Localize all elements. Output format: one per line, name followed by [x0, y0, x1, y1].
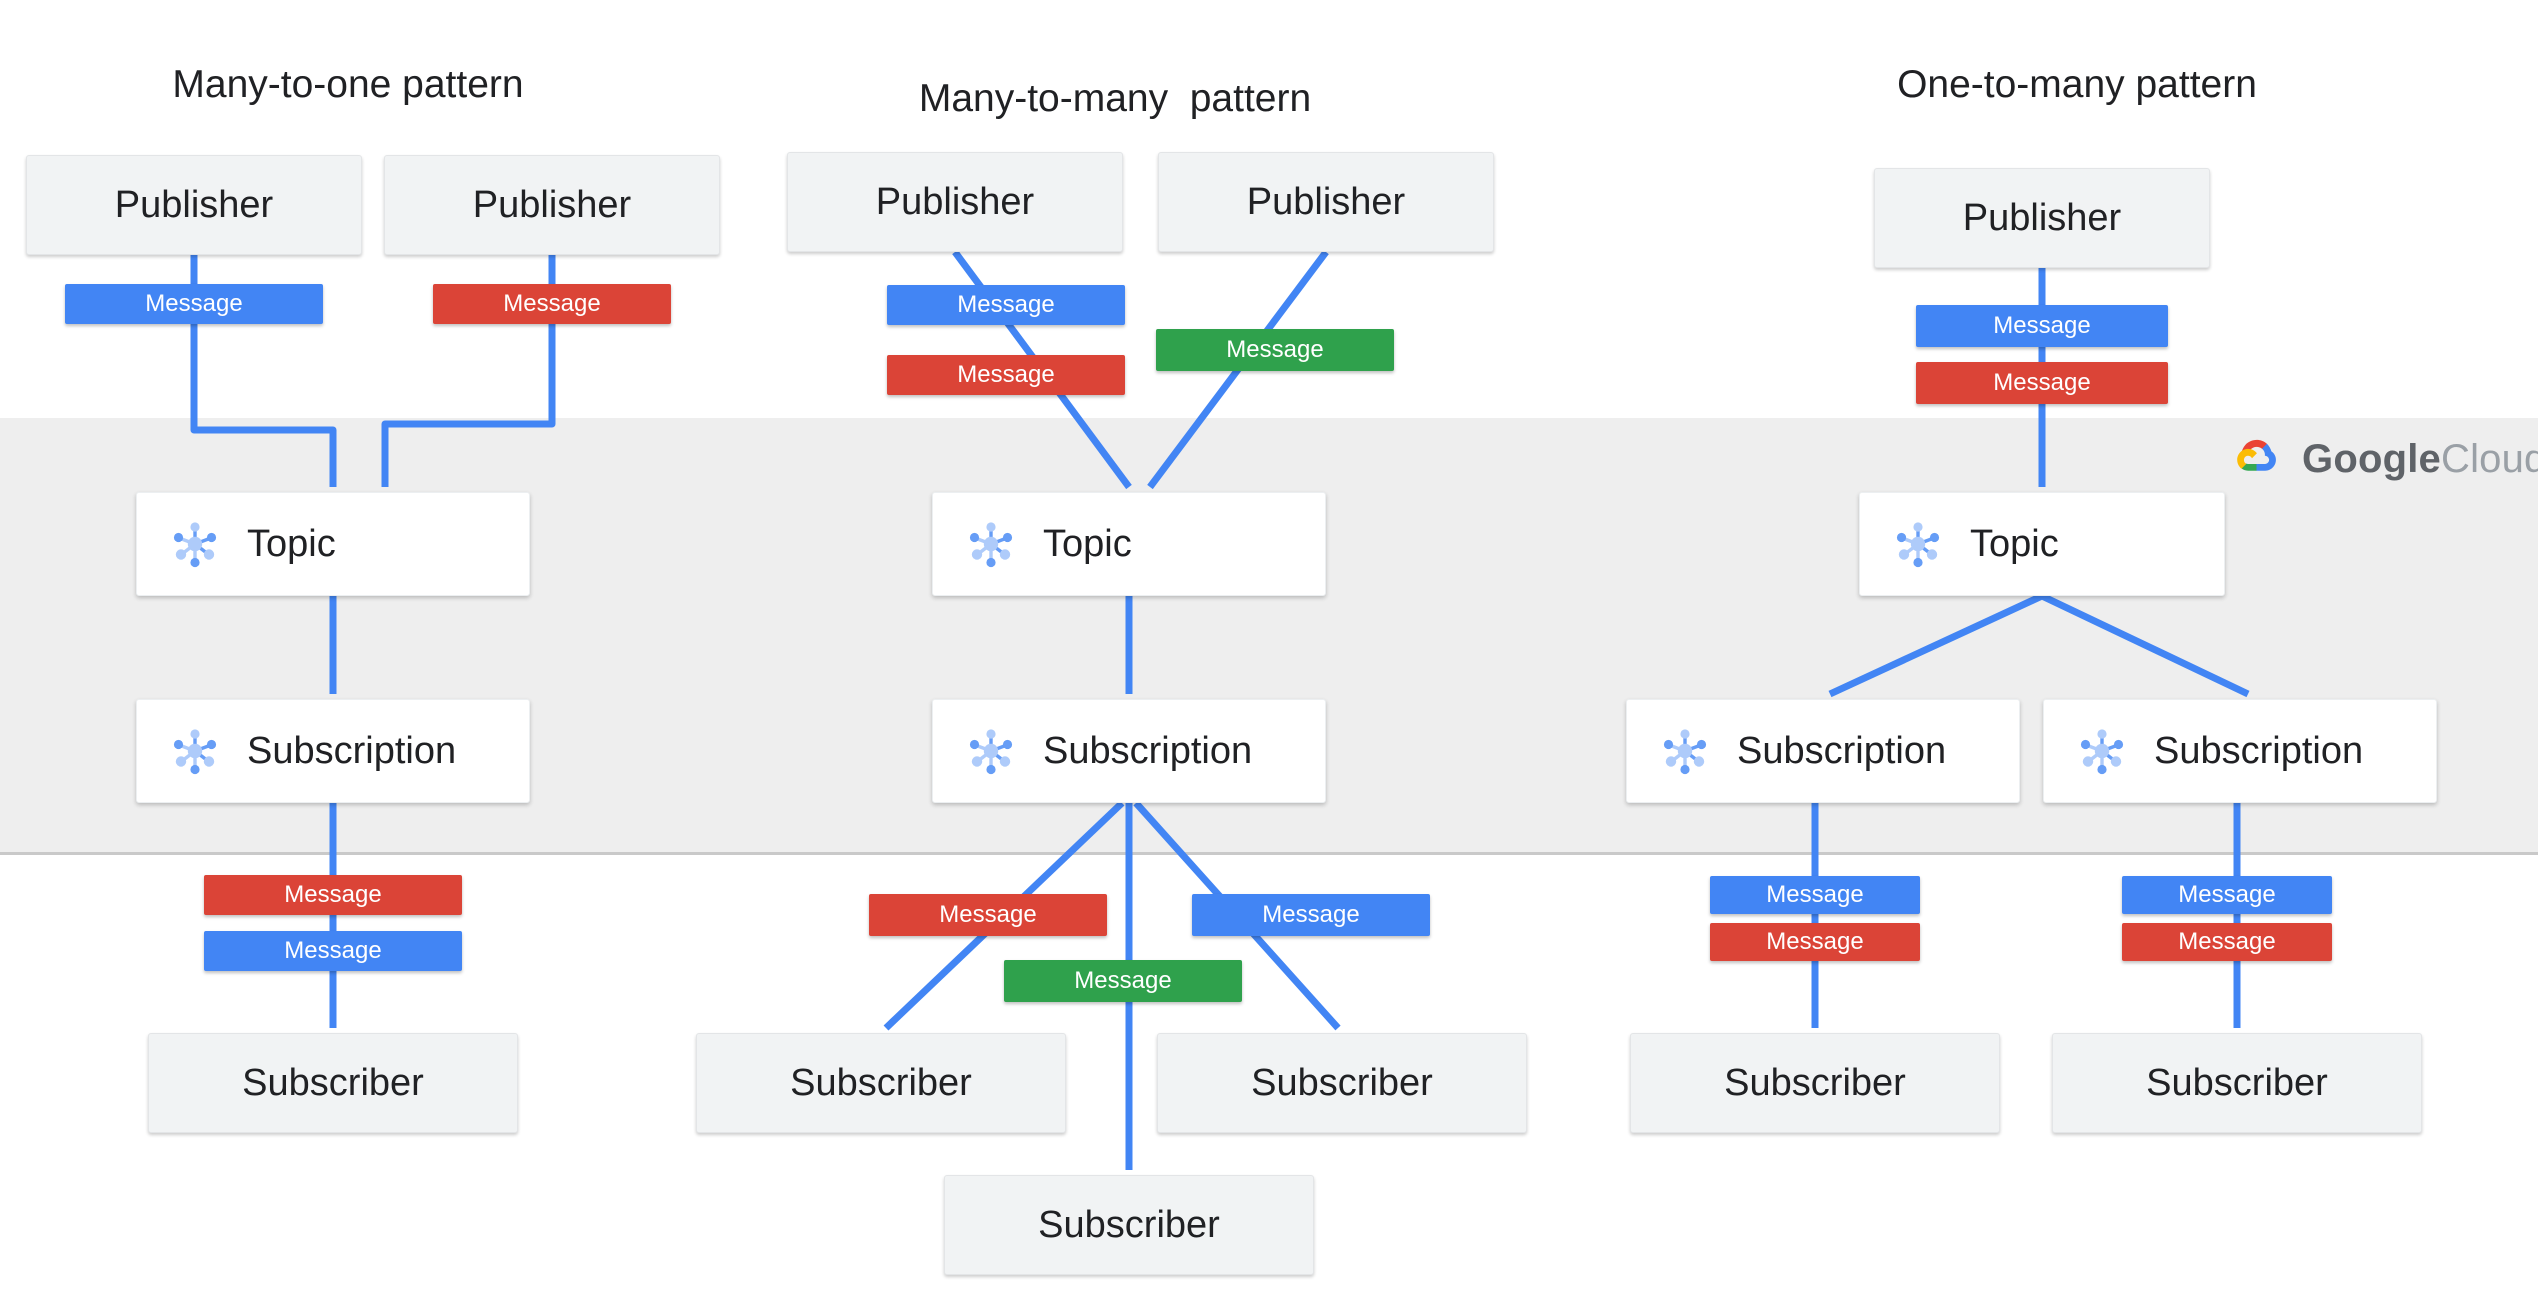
subscription-label: Subscription — [247, 729, 457, 772]
subscriber-label: Subscriber — [790, 1061, 972, 1104]
message-chip: Message — [204, 875, 462, 915]
topic-label: Topic — [1043, 522, 1132, 565]
publisher-label: Publisher — [875, 180, 1035, 223]
subscriber-node[interactable]: Subscriber — [148, 1033, 518, 1133]
topic-label: Topic — [1970, 522, 2059, 565]
subscriber-label: Subscriber — [242, 1061, 424, 1104]
message-chip: Message — [887, 285, 1125, 325]
publisher-node[interactable]: Publisher — [1874, 168, 2210, 268]
message-chip: Message — [1156, 329, 1394, 371]
publisher-label: Publisher — [1246, 180, 1406, 223]
message-chip: Message — [2122, 876, 2332, 914]
message-chip: Message — [1916, 362, 2168, 404]
topic-label: Topic — [247, 522, 336, 565]
publisher-label: Publisher — [1962, 196, 2122, 239]
google-cloud-wordmark: GoogleCloud — [2302, 437, 2538, 482]
pubsub-subscription-icon — [1655, 721, 1715, 781]
wordmark-google: Google — [2302, 437, 2441, 481]
publisher-node[interactable]: Publisher — [26, 155, 362, 255]
wordmark-cloud: Cloud — [2440, 437, 2538, 481]
subscriber-node[interactable]: Subscriber — [944, 1175, 1314, 1275]
pubsub-topic-icon — [165, 514, 225, 574]
subscription-node[interactable]: Subscription — [932, 699, 1326, 803]
column-title-many-to-one: Many-to-one pattern — [172, 63, 524, 106]
topic-node[interactable]: Topic — [1859, 492, 2225, 596]
subscriber-node[interactable]: Subscriber — [1630, 1033, 2000, 1133]
publisher-node[interactable]: Publisher — [384, 155, 720, 255]
topic-node[interactable]: Topic — [136, 492, 530, 596]
subscriber-label: Subscriber — [1038, 1203, 1220, 1246]
message-chip: Message — [433, 284, 671, 324]
subscription-node[interactable]: Subscription — [136, 699, 530, 803]
subscription-label: Subscription — [2154, 729, 2364, 772]
publisher-node[interactable]: Publisher — [1158, 152, 1494, 252]
pubsub-topic-icon — [961, 514, 1021, 574]
pubsub-subscription-icon — [2072, 721, 2132, 781]
message-chip: Message — [869, 894, 1107, 936]
message-chip: Message — [887, 355, 1125, 395]
subscriber-label: Subscriber — [2146, 1061, 2328, 1104]
subscriber-label: Subscriber — [1251, 1061, 1433, 1104]
column-title-one-to-many: One-to-many pattern — [1897, 63, 2257, 106]
subscriber-node[interactable]: Subscriber — [1157, 1033, 1527, 1133]
publisher-label: Publisher — [472, 183, 632, 226]
subscriber-label: Subscriber — [1724, 1061, 1906, 1104]
column-title-many-to-many: Many-to-many pattern — [918, 77, 1312, 120]
topic-node[interactable]: Topic — [932, 492, 1326, 596]
message-chip: Message — [1710, 923, 1920, 961]
subscriber-node[interactable]: Subscriber — [2052, 1033, 2422, 1133]
google-cloud-logo-icon — [2232, 436, 2284, 483]
pubsub-subscription-icon — [961, 721, 1021, 781]
subscription-node[interactable]: Subscription — [1626, 699, 2020, 803]
subscription-label: Subscription — [1737, 729, 1947, 772]
pubsub-topic-icon — [1888, 514, 1948, 574]
google-cloud-logo: GoogleCloud — [2232, 436, 2538, 483]
message-chip: Message — [1710, 876, 1920, 914]
message-chip: Message — [1192, 894, 1430, 936]
message-chip: Message — [1004, 960, 1242, 1002]
pubsub-subscription-icon — [165, 721, 225, 781]
publisher-label: Publisher — [114, 183, 274, 226]
subscription-node[interactable]: Subscription — [2043, 699, 2437, 803]
message-chip: Message — [65, 284, 323, 324]
message-chip: Message — [2122, 923, 2332, 961]
message-chip: Message — [204, 931, 462, 971]
subscriber-node[interactable]: Subscriber — [696, 1033, 1066, 1133]
message-chip: Message — [1916, 305, 2168, 347]
publisher-node[interactable]: Publisher — [787, 152, 1123, 252]
subscription-label: Subscription — [1043, 729, 1253, 772]
